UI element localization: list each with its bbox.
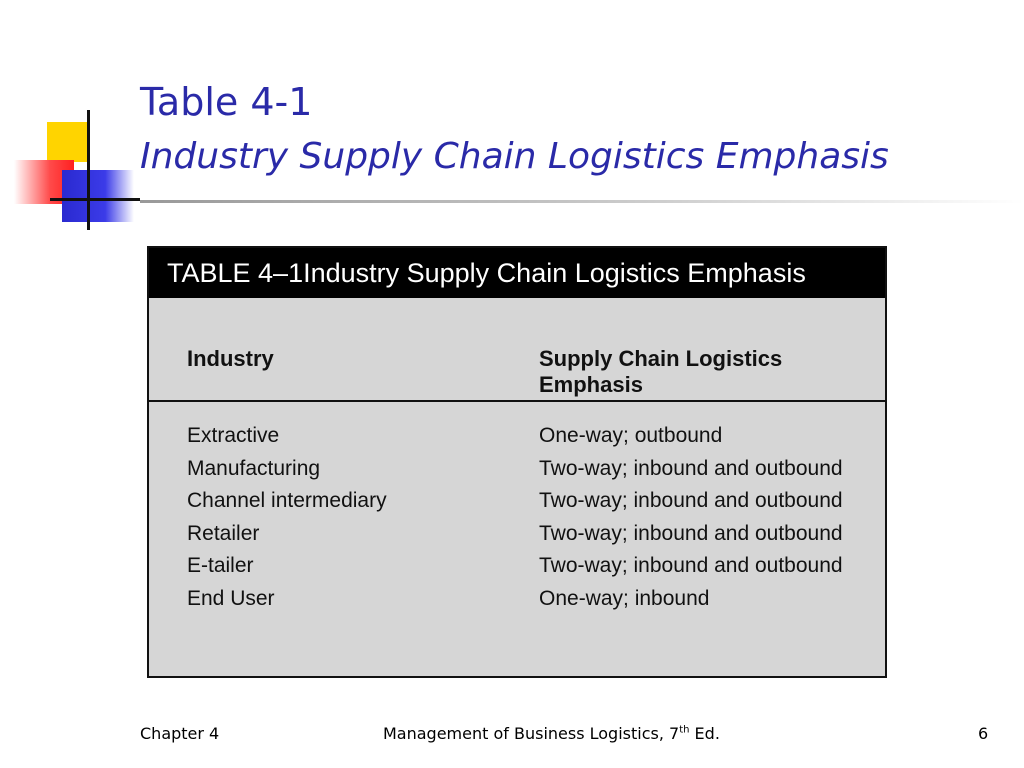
yellow-square-decoration [47,122,87,162]
emphasis-cell: Two-way; inbound and outbound [539,521,843,545]
footer-edition-superscript: th [679,724,690,736]
industry-cell: Extractive [187,424,280,447]
table-row: Extractive One-way; outbound [149,424,885,457]
horizontal-line-decoration [50,198,140,201]
slide-title: Table 4-1 [140,80,313,124]
industry-cell: Manufacturing [187,456,321,480]
blue-square-decoration [62,170,134,222]
table-body: Extractive One-way; outbound Manufacturi… [149,424,885,619]
industry-cell: E-tailer [187,554,254,577]
title-divider [140,200,1024,203]
emphasis-cell: One-way; inbound [539,586,710,610]
emphasis-cell: Two-way; inbound and outbound [539,554,843,577]
emphasis-cell: Two-way; inbound and outbound [539,456,843,480]
table-row: Retailer Two-way; inbound and outbound [149,522,885,555]
table-header-row: Industry Supply Chain Logistics Emphasis [149,298,885,402]
footer-book-title: Management of Business Logistics, 7th Ed… [383,724,720,743]
slide-logo-decoration [0,0,140,230]
table-row: End User One-way; inbound [149,587,885,620]
emphasis-cell: Two-way; inbound and outbound [539,489,843,512]
footer-book-title-main: Management of Business Logistics, 7 [383,724,680,743]
logistics-table: TABLE 4–1Industry Supply Chain Logistics… [147,246,887,678]
table-row: E-tailer Two-way; inbound and outbound [149,554,885,587]
column-header-industry: Industry [187,346,274,371]
footer-edition-suffix: Ed. [689,724,720,743]
table-row: Manufacturing Two-way; inbound and outbo… [149,457,885,490]
footer-chapter: Chapter 4 [140,724,220,743]
industry-cell: End User [187,586,275,610]
industry-cell: Channel intermediary [187,489,387,512]
column-header-emphasis: Supply Chain Logistics Emphasis [539,346,783,397]
table-row: Channel intermediary Two-way; inbound an… [149,489,885,522]
industry-cell: Retailer [187,521,260,545]
emphasis-cell: One-way; outbound [539,424,723,447]
footer-page-number: 6 [978,724,989,743]
table-caption: TABLE 4–1Industry Supply Chain Logistics… [149,248,885,298]
vertical-line-decoration [87,110,90,230]
slide-subtitle: Industry Supply Chain Logistics Emphasis [140,136,889,177]
